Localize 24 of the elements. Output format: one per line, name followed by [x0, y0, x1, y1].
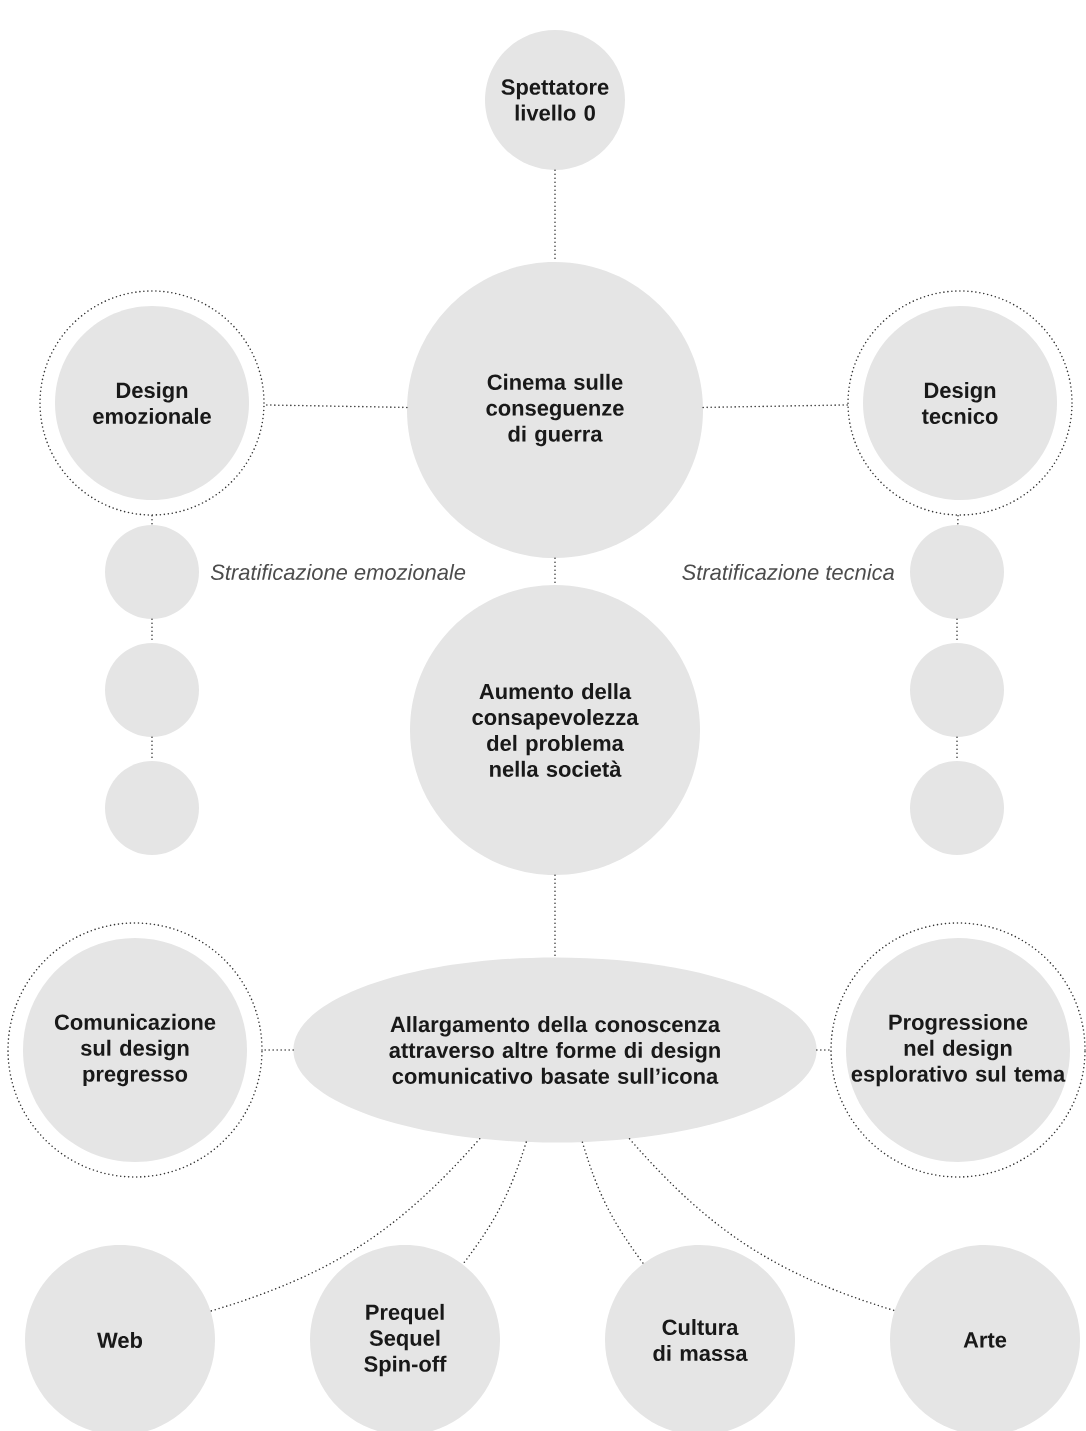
dotted-connector: [151, 515, 153, 526]
dotted-connector: [554, 557, 556, 586]
circle-node: Aumento della consapevolezza del problema nella società: [410, 585, 700, 875]
circle-node: Cinema sulle conseguenze di guerra: [407, 262, 703, 558]
empty-circle: [910, 525, 1004, 619]
empty-circle: [910, 761, 1004, 855]
dotted-connector: [628, 1138, 896, 1312]
empty-circle: [910, 643, 1004, 737]
annotation: Stratificazione tecnica: [682, 563, 894, 581]
dotted-connector: [209, 1138, 481, 1312]
annotation: Stratificazione emozionale: [210, 563, 466, 581]
dotted-connector: [264, 404, 408, 409]
dotted-connector: [554, 874, 556, 959]
circle-node: Spettatore livello 0: [485, 30, 625, 170]
dotted-connector: [702, 404, 849, 409]
ellipse-node: Allargamento della conoscenza attraverso altre forme di design comunicativo basate sull’icona: [293, 957, 817, 1143]
dotted-connector: [957, 515, 959, 526]
empty-circle: [105, 643, 199, 737]
dotted-connector: [262, 1049, 294, 1051]
empty-circle: [105, 761, 199, 855]
dotted-connector: [461, 1141, 527, 1266]
dotted-connector: [581, 1141, 645, 1265]
empty-circle: [105, 525, 199, 619]
dotted-connector: [816, 1049, 831, 1051]
